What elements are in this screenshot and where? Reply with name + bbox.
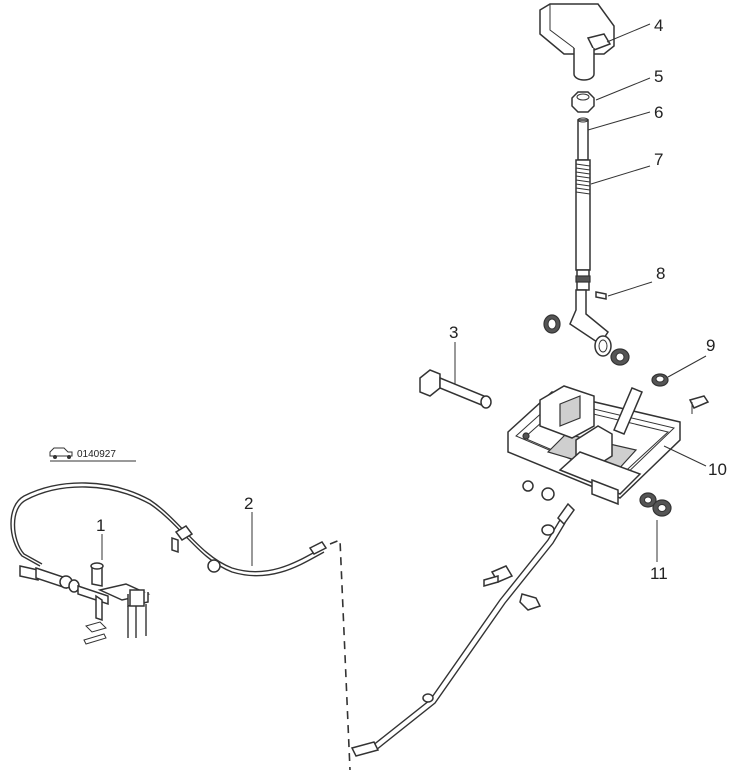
link-dashed-line [329,538,351,770]
lever-elbow [543,289,630,366]
lever-pin [595,281,653,300]
car-icon [49,447,73,459]
callout-2: 2 [244,494,253,513]
mount-nuts [639,492,672,562]
shift-knob [539,3,651,81]
selector-cable [10,482,328,577]
cable-end-assembly [19,534,151,645]
reference-code: 0140927 [49,447,136,462]
callout-1: 1 [96,516,105,535]
callout-5: 5 [654,67,663,86]
callout-3: 3 [449,323,458,342]
callout-10: 10 [708,460,727,479]
callout-11: 11 [650,564,668,583]
callout-9: 9 [706,336,715,355]
reference-code-text: 0140927 [77,449,116,460]
callout-6: 6 [654,103,663,122]
shift-cable [350,502,575,757]
callout-labels: 1 2 3 4 5 6 7 8 9 10 11 [96,16,727,583]
callout-8: 8 [656,264,665,283]
callout-4: 4 [654,16,663,35]
lever-nut [571,77,651,113]
selector-housing [507,385,710,506]
shift-lever-rod [575,111,651,291]
callout-7: 7 [654,150,663,169]
housing-nut [651,355,707,387]
pivot-bolt [419,342,492,409]
